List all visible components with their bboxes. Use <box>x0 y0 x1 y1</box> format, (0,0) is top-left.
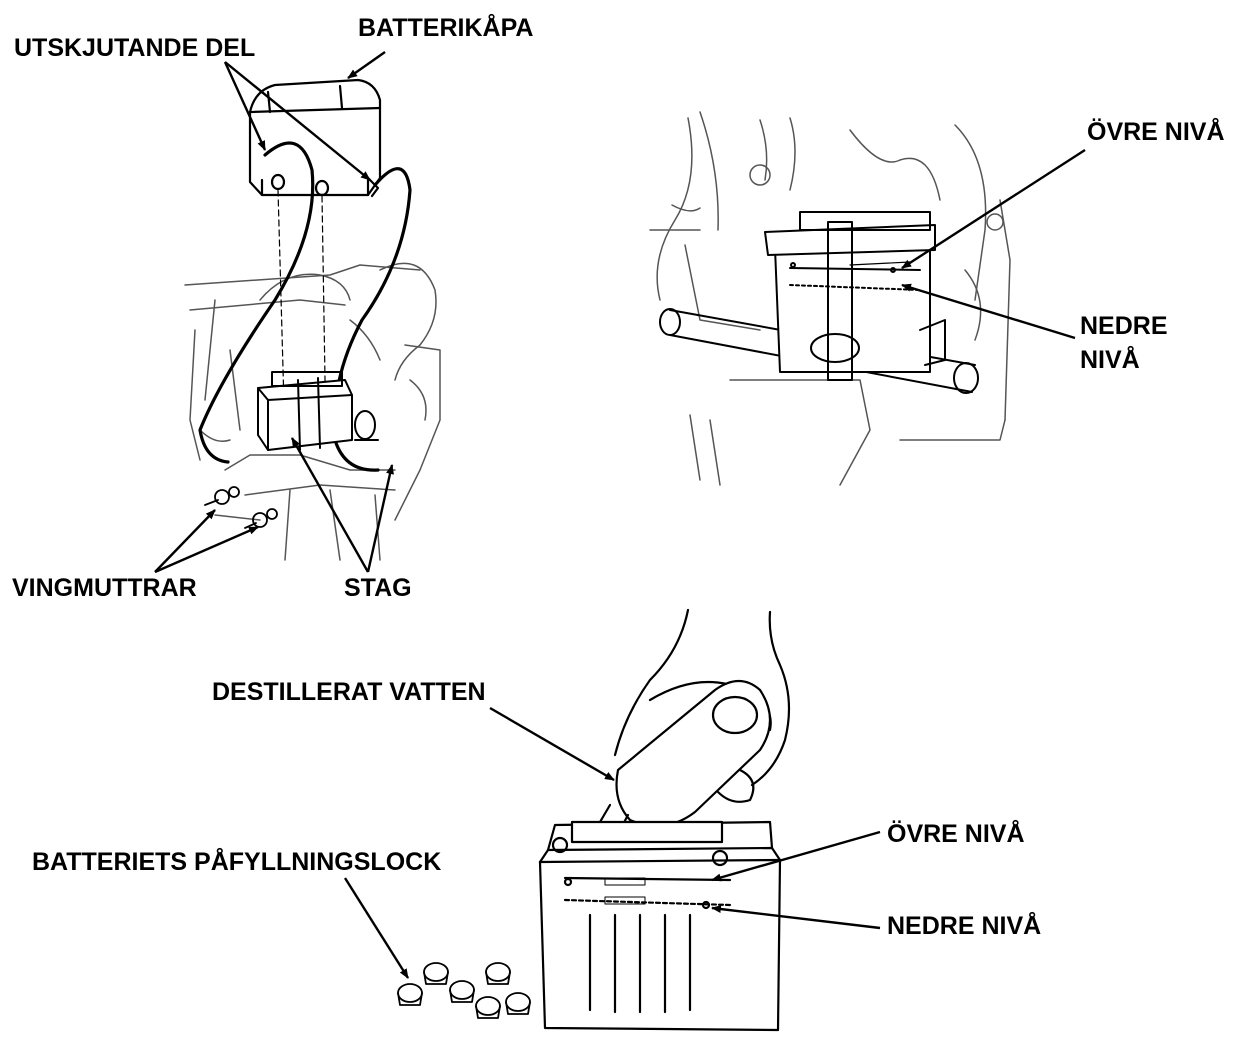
water-bottle-shape <box>598 679 771 832</box>
level-view-battery <box>764 211 946 381</box>
label-battery-cover: BATTERIKÅPA <box>358 14 534 42</box>
stay-straps <box>198 141 412 472</box>
level-view-illustration <box>649 111 1011 486</box>
label-upper-level-top: ÖVRE NIVÅ <box>1087 118 1225 146</box>
label-distilled-water: DESTILLERAT VATTEN <box>212 678 486 706</box>
label-filler-caps: BATTERIETS PÅFYLLNINGSLOCK <box>32 848 442 876</box>
label-lower-level-top-line2: NIVÅ <box>1080 346 1140 374</box>
cover-removal-illustration <box>184 78 441 561</box>
refill-illustration <box>397 608 791 1032</box>
cover-removal-pointers <box>154 51 394 574</box>
label-protruding-part: UTSKJUTANDE DEL <box>14 34 256 62</box>
label-upper-level-bottom: ÖVRE NIVÅ <box>887 820 1025 848</box>
level-view-pointers <box>901 148 1086 340</box>
label-stays: STAG <box>344 574 412 602</box>
refill-pointers <box>343 706 881 979</box>
label-lower-level-bottom: NEDRE NIVÅ <box>887 912 1042 940</box>
label-wing-nuts: VINGMUTTRAR <box>12 574 197 602</box>
refill-battery <box>538 820 782 1032</box>
label-lower-level-top-line1: NEDRE <box>1080 312 1168 340</box>
filler-caps-shape <box>397 962 531 1019</box>
wing-nuts-shape <box>204 486 278 529</box>
frame-battery <box>257 371 379 451</box>
frame-sketch-right <box>649 111 1011 486</box>
